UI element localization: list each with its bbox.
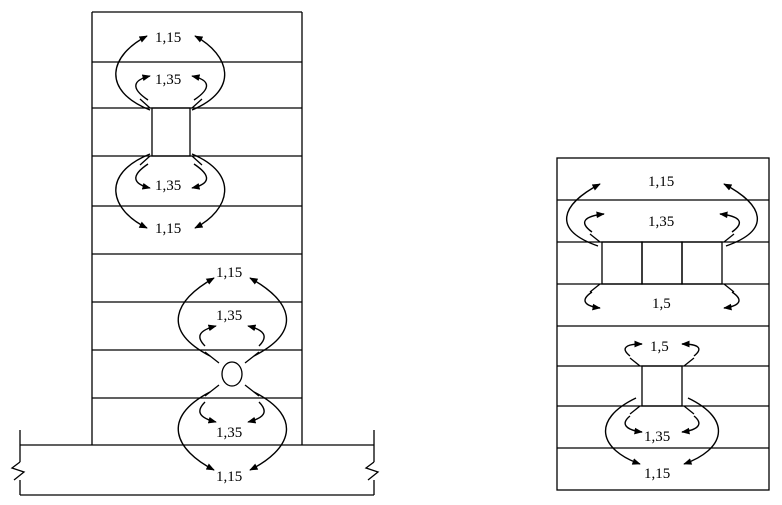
arrow-round-bottom-inner-right [247, 401, 265, 424]
label-small-bottom-inner: 1,35 [644, 429, 670, 445]
label-triple-top-inner: 1,35 [648, 214, 674, 230]
arrow-round-top-inner-right [247, 324, 265, 347]
arrow-triple-inner-left [583, 211, 605, 233]
left-wall-figure: 1,15 1,35 1,35 1,15 1,15 1,35 1,35 1,15 [10, 11, 380, 496]
rect-opening [151, 107, 191, 157]
round-opening [221, 361, 243, 387]
label-triple-top-outer: 1,15 [648, 174, 674, 190]
label-triple-below: 1,5 [652, 296, 671, 312]
label-rect-top-outer: 1,15 [155, 30, 181, 46]
arrow-rect-bottom-inner-right [191, 163, 208, 190]
right-wall-course-lines [557, 199, 769, 449]
arrow-small-bottom-inner-left [624, 415, 643, 435]
break-symbol-left [10, 461, 26, 481]
arrow-triple-bottom-right [723, 291, 740, 311]
arrow-rect-top-outer-right [191, 35, 226, 111]
arrow-small-bottom-inner-right [681, 415, 700, 435]
arrow-round-top-outer-left [177, 277, 215, 357]
wall-course-lines [92, 11, 302, 399]
arrow-small-top-right [681, 340, 700, 357]
arrow-round-bottom-outer-right [249, 391, 288, 471]
arrow-rect-bottom-outer-right [191, 153, 226, 229]
arrow-rect-bottom-inner-left [135, 163, 151, 190]
triple-opening-corner-lines [589, 233, 735, 293]
arrow-round-bottom-inner-left [199, 401, 217, 424]
break-symbol-right [364, 461, 380, 481]
label-round-bottom-inner: 1,35 [216, 425, 242, 441]
arrow-small-bottom-outer-left [605, 397, 641, 465]
label-rect-top-inner: 1,35 [155, 72, 181, 88]
arrow-round-top-outer-right [249, 277, 288, 357]
arrow-round-top-inner-left [199, 324, 217, 347]
arrow-rect-top-inner-left [135, 74, 151, 101]
label-round-top-outer: 1,15 [216, 265, 242, 281]
label-round-top-inner: 1,35 [216, 308, 242, 324]
arrow-triple-outer-right [723, 183, 759, 247]
round-opening-diagonal-lines [204, 351, 260, 397]
rect-opening-corner-lines [139, 98, 203, 166]
right-wall-figure: 1,15 1,35 1,5 1,5 1,35 1,15 [556, 157, 770, 491]
label-rect-bottom-outer: 1,15 [155, 221, 181, 237]
label-rect-bottom-inner: 1,35 [155, 178, 181, 194]
arrow-triple-outer-left [565, 183, 601, 247]
arrow-rect-bottom-outer-left [115, 153, 151, 229]
arrow-small-top-left [624, 340, 643, 357]
small-opening [641, 365, 683, 407]
arrow-triple-inner-right [719, 211, 741, 233]
foundation-slab [10, 430, 380, 496]
label-small-bottom-outer: 1,15 [644, 466, 670, 482]
arrow-triple-bottom-left [584, 291, 601, 311]
arrow-rect-top-inner-right [191, 74, 208, 101]
arrow-round-bottom-outer-left [177, 391, 215, 471]
arrow-rect-top-outer-left [115, 35, 151, 111]
label-round-bottom-outer: 1,15 [216, 469, 242, 485]
right-wall-outline [556, 157, 770, 491]
arrow-small-bottom-outer-right [683, 397, 719, 465]
triple-opening [601, 241, 723, 285]
small-opening-corner-lines [629, 357, 695, 415]
label-small-top: 1,5 [650, 339, 669, 355]
